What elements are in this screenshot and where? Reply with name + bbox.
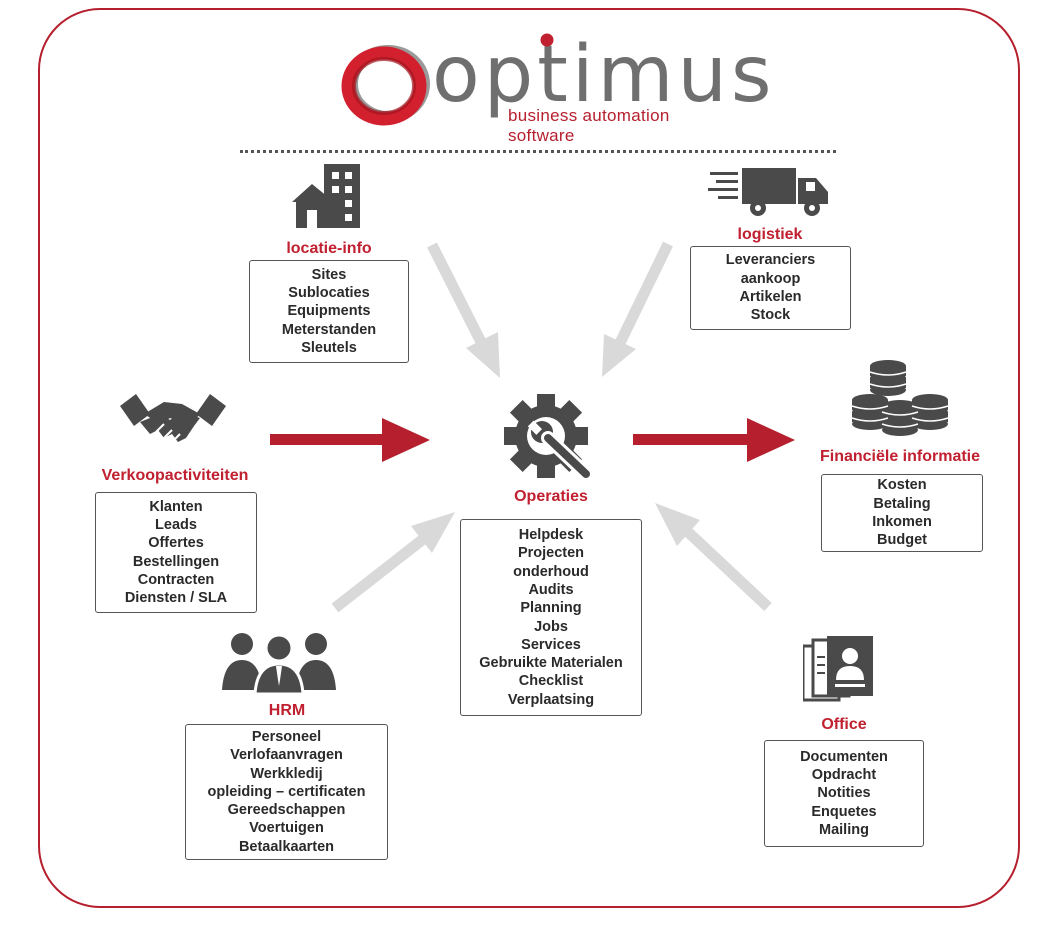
operaties-label: Operaties [514,488,588,505]
list-item: Opdracht [811,767,877,784]
arrow-verkoop-to-operaties [270,418,430,462]
list-item: Stock [750,307,791,324]
list-item: Mailing [819,821,869,838]
list-item: Artikelen [739,289,802,305]
handshake-icon [120,394,226,443]
list-item: Equipments [287,303,371,320]
financieel-label: Financiële informatie [819,448,981,465]
verkoop-label: Verkoopactiviteiten [101,467,249,484]
locatie-box: Sites Sublocaties Equipments Meterstande… [249,260,409,363]
list-item: aankoop [740,270,801,287]
hrm-box: Personeel Verlofaanvragen Werkkledij opl… [185,724,388,860]
list-item: Meterstanden [281,321,377,338]
list-item: Betaling [873,495,931,512]
list-item: Sites [311,266,347,283]
diagram-frame [38,8,1020,908]
truck-icon [708,168,828,216]
list-item: Gereedschappen [227,802,346,819]
coins-icon [851,360,949,436]
list-item: Notities [817,785,871,802]
logo-dot-icon [540,33,554,47]
list-item: Betaalkaarten [238,838,335,855]
list-item: Checklist [518,673,584,690]
arrow-operaties-to-financieel [633,418,795,462]
list-item: Enquetes [811,803,877,820]
dotted-divider [240,150,836,153]
list-item: Kosten [877,477,927,494]
arrow-hrm-to-operaties [331,512,455,613]
financieel-box: Kosten Betaling Inkomen Budget [821,474,983,552]
logo-tagline: business automation software [508,106,670,145]
list-item: Sleutels [301,339,357,356]
list-item: Verplaatsing [507,691,595,708]
arrow-logistiek-to-operaties [602,241,673,377]
list-item: Verlofaanvragen [230,747,343,764]
list-item: Voertuigen [249,820,324,837]
list-item: Jobs [534,618,568,635]
list-item: Projecten [517,545,585,562]
logistiek-label: logistiek [737,226,803,243]
list-item: Services [521,636,581,653]
office-label: Office [821,716,867,733]
buildings-icon [292,164,360,228]
operaties-box: Helpdesk Projecten onderhoud Audits Plan… [460,519,642,716]
list-item: Diensten / SLA [124,590,228,607]
list-item: Contracten [137,571,215,588]
gear-wrench-icon [504,394,593,481]
hrm-label: HRM [268,702,306,719]
list-item: Bestellingen [132,553,220,570]
locatie-label: locatie-info [286,240,372,257]
logo-wordmark: optimus [432,30,776,120]
list-item: Leads [155,516,197,533]
documents-icon [803,636,873,702]
list-item: Sublocaties [288,285,370,302]
verkoop-box: Klanten Leads Offertes Bestellingen Cont… [95,492,257,613]
list-item: opleiding – certificaten [207,783,366,800]
list-item: Leveranciers [725,252,816,269]
list-item: Planning [520,600,582,617]
logo-ring-icon [341,45,430,126]
list-item: Audits [528,581,574,598]
people-icon [222,633,336,694]
optimus-logo: optimus business automation software [340,30,772,145]
list-item: Helpdesk [518,527,584,544]
list-item: Gebruikte Materialen [479,655,623,672]
list-item: Budget [877,532,927,549]
list-item: Documenten [800,748,888,765]
office-box: Documenten Opdracht Notities Enquetes Ma… [764,740,924,847]
list-item: Klanten [149,498,203,515]
arrow-locatie-to-operaties [427,242,500,378]
arrow-office-to-operaties [655,503,772,612]
list-item: onderhoud [513,563,589,580]
list-item: Werkkledij [250,765,323,782]
list-item: Personeel [251,728,322,745]
list-item: Inkomen [872,514,932,530]
logistiek-box: Leveranciers aankoop Artikelen Stock [690,246,851,330]
list-item: Offertes [148,535,204,552]
